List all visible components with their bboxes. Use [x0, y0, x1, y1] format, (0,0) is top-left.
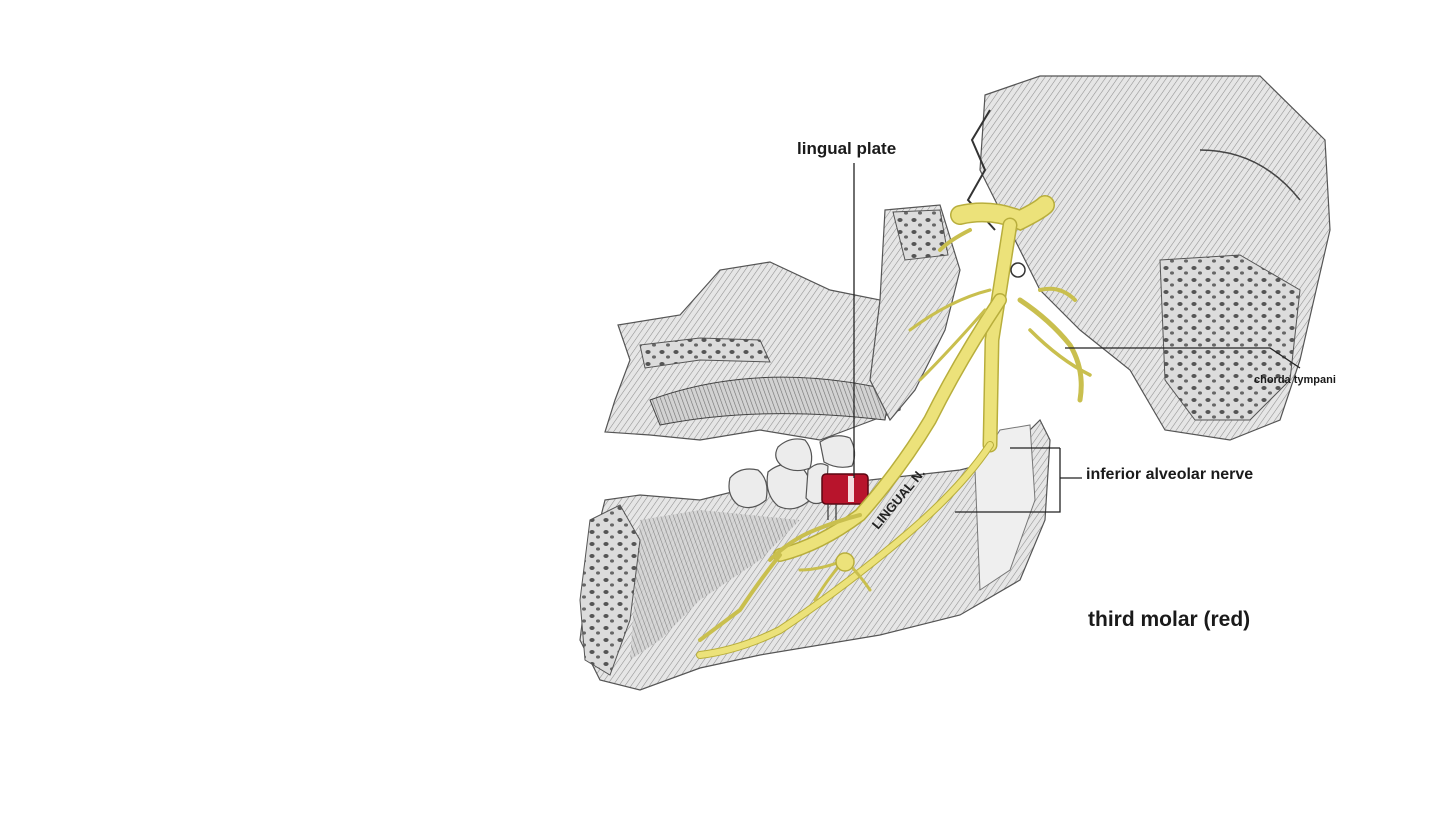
third-molar-label: third molar (red)	[1088, 608, 1251, 631]
nerves	[696, 195, 1092, 659]
ramus-inner	[974, 424, 1036, 591]
skull-fissure	[1199, 149, 1301, 201]
maxilla-section	[639, 337, 771, 369]
mandible-shadow	[630, 510, 800, 660]
pterygoid-section	[892, 209, 949, 261]
mastoid-region	[1159, 254, 1301, 421]
lingual-plate-label: lingual plate	[797, 139, 897, 158]
palate-cavity	[649, 376, 891, 426]
inferior-alveolar-nerve-label: inferior alveolar nerve	[1086, 466, 1254, 483]
submandibular-ganglion	[835, 552, 855, 572]
pterygoid-region	[869, 204, 961, 422]
mandible-section	[579, 504, 641, 676]
otic-ganglion	[1010, 262, 1026, 278]
leader-lines	[853, 163, 1301, 513]
chorda-tympani-label: chorda tympani	[1254, 374, 1336, 386]
teeth	[728, 435, 856, 510]
